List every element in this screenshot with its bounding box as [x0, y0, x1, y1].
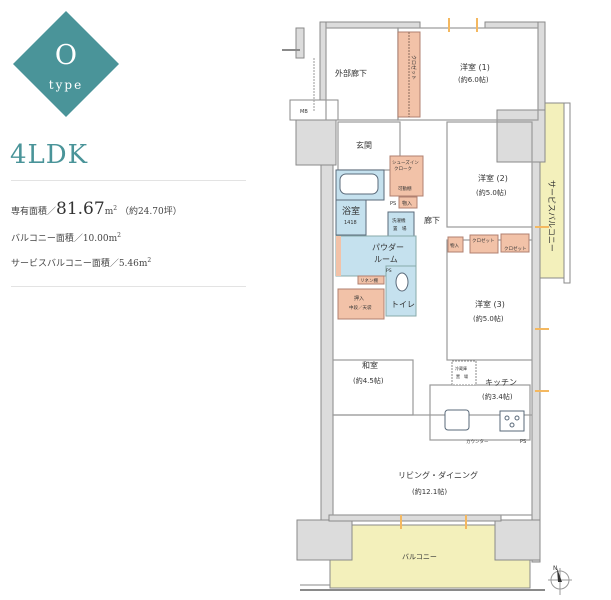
svg-text:洋室 (1): 洋室 (1) — [460, 62, 490, 72]
svg-text:サービスバルコニー: サービスバルコニー — [547, 180, 556, 252]
oshiire — [337, 288, 385, 320]
svg-text:PS: PS — [386, 268, 392, 274]
svg-text:トイレ: トイレ — [391, 300, 415, 309]
hallway-label: 廊下 — [424, 215, 440, 225]
stove — [499, 410, 525, 432]
svg-text:置 場: 置 場 — [456, 373, 468, 379]
svg-text:中段／天袋: 中段／天袋 — [349, 304, 372, 311]
svg-text:N: N — [553, 565, 558, 572]
svg-text:浴室: 浴室 — [342, 205, 360, 217]
svg-text:クローク: クローク — [394, 166, 412, 172]
structural-walls — [295, 21, 546, 563]
svg-text:ルーム: ルーム — [374, 255, 398, 264]
plan-type-title: 4LDK — [10, 140, 89, 170]
svg-text:クロゼット: クロゼット — [504, 245, 527, 252]
shoes-in-cloak — [389, 155, 424, 197]
bathroom — [335, 199, 367, 236]
svg-text:PS: PS — [390, 201, 396, 207]
service-balcony-area: サービスバルコニー面積／5.46m2 — [11, 257, 152, 269]
svg-text:バルコニー: バルコニー — [402, 553, 437, 561]
svg-text:洋室 (3): 洋室 (3) — [475, 299, 505, 309]
divider-bottom — [11, 286, 246, 287]
svg-text:物入: 物入 — [402, 200, 412, 207]
svg-text:(約4.5帖): (約4.5帖) — [353, 376, 384, 385]
svg-text:(約5.0帖): (約5.0帖) — [473, 314, 504, 323]
svg-text:(約5.0帖): (約5.0帖) — [476, 188, 507, 197]
svg-text:置 場: 置 場 — [393, 225, 407, 232]
svg-text:可動棚: 可動棚 — [398, 185, 412, 192]
svg-text:PS: PS — [520, 439, 526, 445]
svg-text:リネン棚: リネン棚 — [360, 277, 378, 284]
balcony-area: バルコニー面積／10.00m2 — [11, 232, 121, 244]
type-letter: O — [54, 40, 78, 71]
svg-text:冷蔵庫: 冷蔵庫 — [455, 365, 467, 371]
svg-text:玄関: 玄関 — [356, 140, 372, 150]
svg-text:クロゼット: クロゼット — [472, 237, 495, 244]
svg-text:押入: 押入 — [354, 295, 364, 302]
svg-text:クロゼット: クロゼット — [410, 55, 417, 80]
svg-text:洋室 (2): 洋室 (2) — [478, 173, 508, 183]
divider-top — [11, 180, 246, 181]
closet-vertical: クロゼット — [397, 31, 421, 118]
compass-icon: N — [548, 565, 572, 595]
svg-text:(約12.1帖): (約12.1帖) — [412, 487, 447, 496]
washer-space — [387, 211, 415, 237]
svg-text:洗濯機: 洗濯機 — [392, 217, 406, 224]
svg-text:(約3.4帖): (約3.4帖) — [482, 392, 513, 401]
svg-text:MB: MB — [300, 109, 308, 115]
outer-corridor-label: 外部廊下 — [335, 68, 367, 78]
storage-2 — [447, 236, 464, 253]
fridge-space — [451, 360, 477, 386]
svg-text:物入: 物入 — [450, 242, 459, 249]
diamond-shape — [13, 11, 119, 117]
type-label: type — [48, 78, 84, 92]
type-badge: O type — [13, 11, 119, 117]
exclusive-area-tsubo: （約24.70坪） — [119, 207, 182, 217]
svg-text:シューズイン: シューズイン — [392, 159, 419, 166]
storage-1 — [398, 196, 418, 209]
closet-2b — [500, 233, 530, 253]
svg-text:カウンター: カウンター — [466, 438, 489, 445]
svg-text:パウダー: パウダー — [372, 242, 404, 252]
svg-text:キッチン: キッチン — [485, 378, 517, 387]
svg-text:リビング・ダイニング: リビング・ダイニング — [398, 470, 478, 480]
sink — [444, 409, 470, 431]
svg-text:(約6.0帖): (約6.0帖) — [458, 75, 489, 84]
exclusive-area: 専有面積／81.67m2 （約24.70坪） — [11, 199, 182, 219]
svg-text:1418: 1418 — [344, 220, 357, 226]
closet-2a — [469, 234, 499, 254]
exclusive-area-value: 81.67 — [56, 199, 105, 219]
svg-text:和室: 和室 — [362, 360, 378, 370]
